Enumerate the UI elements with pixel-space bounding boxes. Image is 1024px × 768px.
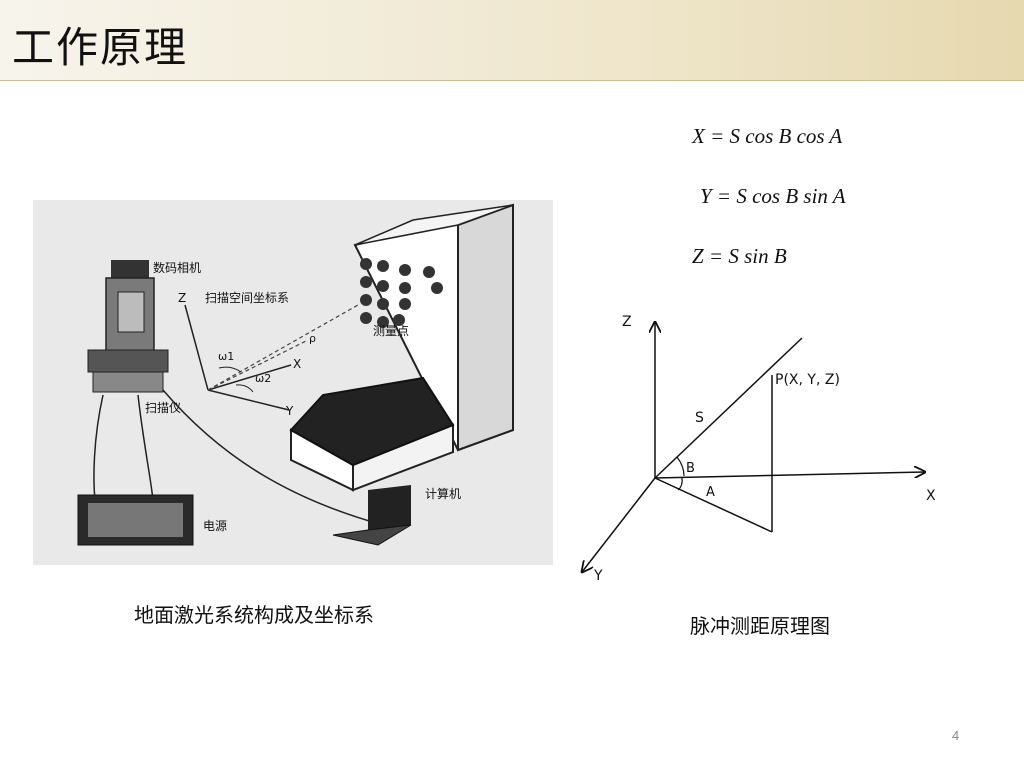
label-omega2: ω2 <box>255 372 271 385</box>
label-measure-point: 测量点 <box>373 324 409 338</box>
label-camera: 数码相机 <box>153 260 201 275</box>
caption-right: 脉冲测距原理图 <box>690 614 830 638</box>
pulse-axis-z: Z <box>622 314 632 330</box>
label-rho: ρ <box>309 332 316 345</box>
formula-x: X = S cos B cos A <box>692 124 843 148</box>
formula-z: Z = S sin B <box>692 244 787 268</box>
label-photo-axis-z: Z <box>178 291 186 305</box>
computer-device <box>332 485 412 546</box>
label-power: 电源 <box>203 519 227 533</box>
page-title: 工作原理 <box>12 23 189 72</box>
measure-dots <box>360 258 443 328</box>
ground-projection-line <box>654 477 773 533</box>
axis-x-line <box>654 472 925 479</box>
a-label: A <box>706 485 715 500</box>
b-label: B <box>686 461 695 476</box>
power-supply <box>77 494 194 546</box>
vector-s-line <box>654 337 803 479</box>
label-coord-system: 扫描空间坐标系 <box>205 291 289 305</box>
label-scanner: 扫描仪 <box>145 401 181 415</box>
house-roof <box>289 376 455 467</box>
label-photo-axis-y: Y <box>285 404 294 418</box>
page-number: 4 <box>952 728 960 743</box>
box-top <box>354 204 514 246</box>
pulse-ranging-diagram: Z X Y P(X, Y, Z) S B A <box>570 314 936 584</box>
label-photo-axis-x: X <box>293 357 301 371</box>
pulse-axis-x: X <box>926 488 936 504</box>
pulse-axis-y: Y <box>593 568 603 584</box>
laser-system-diagram: 数码相机 扫描空间坐标系 测量点 扫描仪 计算机 电源 Z X Y ω1 ω2 … <box>33 200 553 565</box>
point-p-label: P(X, Y, Z) <box>775 372 840 388</box>
scanner-device <box>87 260 169 393</box>
formula-y: Y = S cos B sin A <box>700 184 846 208</box>
title-bar: 工作原理 <box>0 0 1024 81</box>
axis-y-line <box>582 477 656 572</box>
label-computer: 计算机 <box>425 486 461 501</box>
label-omega1: ω1 <box>218 350 234 363</box>
angle-a-arc <box>677 477 683 491</box>
box-side <box>457 203 514 452</box>
angle-b-arc <box>676 456 685 477</box>
s-label: S <box>695 410 704 426</box>
caption-left: 地面激光系统构成及坐标系 <box>134 603 374 627</box>
